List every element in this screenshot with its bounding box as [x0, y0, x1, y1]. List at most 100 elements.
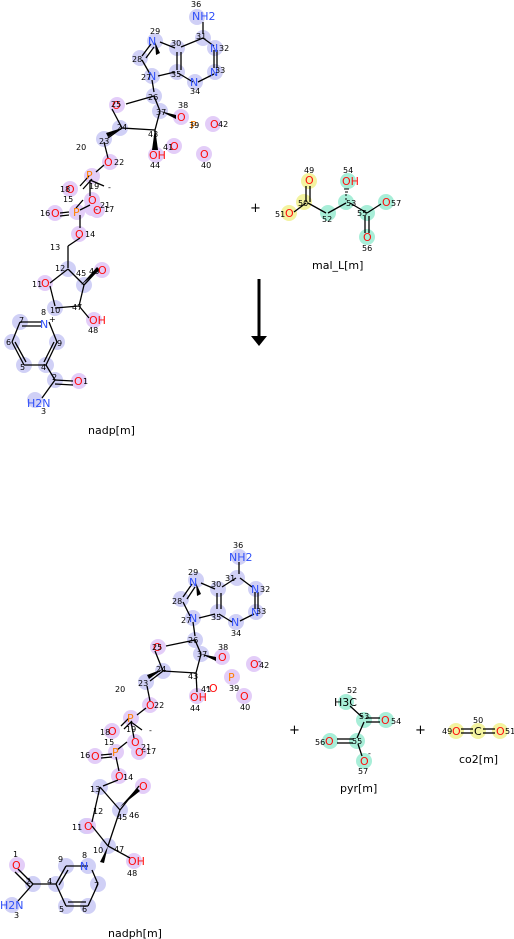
svg-text:52: 52	[347, 686, 357, 695]
svg-text:19: 19	[89, 182, 99, 191]
atom-o: O	[131, 736, 140, 749]
atom-o: O	[84, 820, 93, 833]
svg-text:55: 55	[357, 209, 367, 218]
svg-text:5: 5	[20, 363, 25, 372]
atom-o: O	[108, 725, 117, 738]
svg-text:54: 54	[391, 717, 401, 726]
svg-text:9: 9	[58, 855, 63, 864]
svg-text:37: 37	[156, 108, 166, 117]
atom-o: O	[146, 699, 155, 712]
svg-text:34: 34	[190, 87, 200, 96]
svg-text:29: 29	[188, 568, 198, 577]
svg-text:22: 22	[154, 701, 164, 710]
svg-text:19: 19	[126, 725, 136, 734]
svg-text:8: 8	[41, 308, 46, 317]
atom-n: N	[251, 606, 259, 619]
svg-text:6: 6	[6, 338, 11, 347]
svg-text:47: 47	[72, 303, 82, 312]
amide-label: H2N	[27, 397, 51, 410]
atom-n: N	[148, 35, 156, 48]
svg-text:11: 11	[72, 823, 82, 832]
svg-text:30: 30	[211, 580, 221, 589]
svg-text:43: 43	[188, 672, 198, 681]
svg-text:48: 48	[88, 326, 98, 335]
plus-sign: +	[289, 723, 300, 738]
atom-n: N	[40, 318, 48, 331]
atom-p: P	[112, 746, 119, 759]
svg-text:18: 18	[100, 728, 110, 737]
svg-text:21: 21	[100, 201, 110, 210]
svg-text:24: 24	[156, 665, 166, 674]
atom-o: O	[218, 651, 227, 664]
svg-text:40: 40	[240, 703, 250, 712]
svg-text:9: 9	[57, 339, 62, 348]
svg-text:49: 49	[304, 166, 314, 175]
svg-text:13: 13	[50, 243, 60, 252]
atom-o: O	[139, 780, 148, 793]
svg-text:10: 10	[50, 306, 60, 315]
svg-text:36: 36	[233, 541, 243, 550]
svg-text:56: 56	[362, 244, 372, 253]
svg-text:31: 31	[196, 32, 206, 41]
svg-text:42: 42	[218, 120, 228, 129]
plus-sign: +	[415, 723, 426, 738]
svg-text:37: 37	[197, 650, 207, 659]
atom-o: O	[51, 207, 60, 220]
svg-text:34: 34	[231, 629, 241, 638]
svg-text:28: 28	[132, 55, 142, 64]
atom-p: P	[127, 712, 134, 725]
svg-text:26: 26	[188, 636, 198, 645]
svg-text:3: 3	[41, 407, 46, 416]
atom-o: O	[325, 735, 334, 748]
svg-text:44: 44	[190, 704, 200, 713]
svg-text:12: 12	[93, 807, 103, 816]
charge-minus: -	[149, 726, 152, 735]
atom-n: N	[251, 583, 259, 596]
charge-minus: -	[108, 183, 111, 192]
atom-o: O	[98, 264, 107, 277]
svg-text:30: 30	[171, 39, 181, 48]
atom-n: N	[80, 860, 88, 873]
svg-text:45: 45	[117, 813, 127, 822]
svg-text:41: 41	[201, 685, 211, 694]
svg-text:7: 7	[94, 881, 99, 890]
atom-o: O	[115, 770, 124, 783]
svg-text:17: 17	[104, 205, 114, 214]
atom-n: N	[148, 70, 156, 83]
atom-o: O	[250, 658, 259, 671]
hydroxyl-label: OH	[342, 175, 359, 188]
svg-text:21: 21	[141, 743, 151, 752]
svg-text:51: 51	[275, 210, 285, 219]
atom-c: C	[474, 725, 482, 738]
svg-text:26: 26	[148, 93, 158, 102]
atom-o: O	[91, 750, 100, 763]
co2-label: co2[m]	[459, 753, 498, 766]
atom-o: O	[452, 725, 461, 738]
atom-o: O	[12, 859, 21, 872]
svg-text:45: 45	[76, 269, 86, 278]
charge-minus: -	[258, 657, 261, 666]
svg-text:47: 47	[114, 845, 124, 854]
svg-text:46: 46	[89, 267, 99, 276]
svg-text:16: 16	[80, 751, 90, 760]
svg-text:14: 14	[85, 230, 95, 239]
svg-text:55: 55	[352, 737, 362, 746]
pyr-label: pyr[m]	[340, 782, 377, 795]
atom-o: O	[177, 111, 186, 124]
nadp-label: nadp[m]	[88, 424, 135, 437]
svg-text:38: 38	[178, 101, 188, 110]
svg-text:23: 23	[99, 137, 109, 146]
svg-text:48: 48	[127, 869, 137, 878]
svg-text:28: 28	[172, 597, 182, 606]
atom-o: O	[93, 204, 102, 217]
svg-text:25: 25	[152, 643, 162, 652]
svg-text:46: 46	[129, 811, 139, 820]
hydroxyl-label: OH	[128, 855, 145, 868]
